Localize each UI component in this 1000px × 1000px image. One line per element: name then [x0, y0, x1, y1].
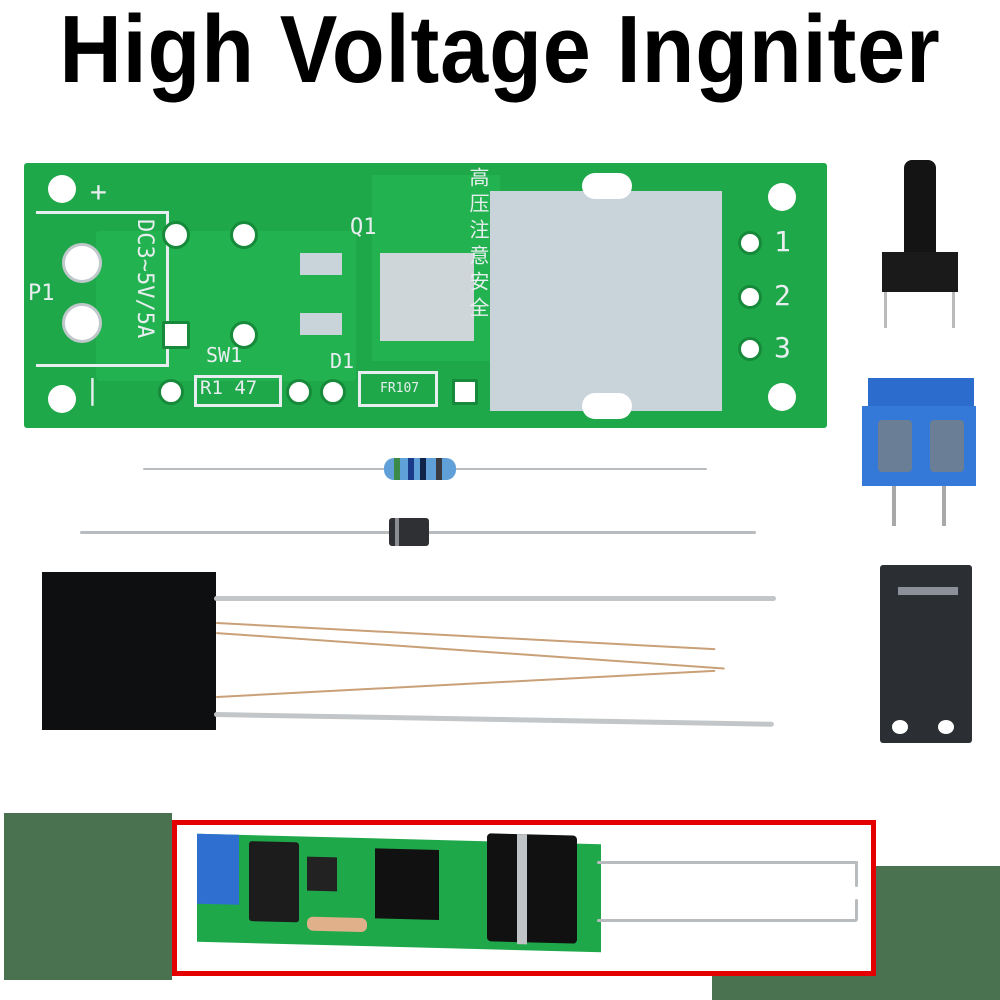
diode-fr107: [389, 518, 429, 546]
assembled-switch: [307, 856, 337, 892]
switch-leg: [884, 292, 887, 328]
mosfet-transistor: [880, 565, 972, 743]
switch-pad: [162, 321, 190, 349]
connector-pad: [62, 243, 102, 283]
diode-pad: [452, 379, 478, 405]
diode-outline: [358, 371, 438, 407]
smd-pad: [300, 313, 342, 335]
electrode-tip: [855, 899, 858, 921]
resistor-47ohm: [384, 458, 456, 480]
assembled-preview-frame: [172, 820, 876, 976]
connector-pad: [62, 303, 102, 343]
page-title: High Voltage Ingniter: [59, 0, 941, 103]
mounting-hole: [48, 175, 76, 203]
electrode-tip: [855, 861, 858, 887]
assembled-pcb: [197, 833, 601, 953]
switch-label: SW1: [206, 343, 243, 367]
terminal-top: [868, 378, 974, 408]
slot-hole: [582, 173, 632, 199]
plus-label: +: [90, 175, 107, 208]
switch-pad: [162, 221, 190, 249]
switch-pad: [230, 221, 258, 249]
assembled-band: [517, 834, 527, 945]
coil-wire-thick: [213, 712, 774, 727]
electrode-wire: [597, 861, 857, 864]
cathode-band: [395, 518, 399, 546]
color-band: [408, 458, 414, 480]
connector-outline: [36, 211, 169, 367]
mosfet-marking: [898, 587, 958, 595]
smd-pad: [300, 253, 342, 275]
diode-pad: [320, 379, 346, 405]
resistor-outline: [194, 375, 282, 407]
assembled-resistor: [307, 916, 367, 933]
screw-clamp: [930, 420, 964, 472]
assembled-mosfet: [375, 848, 439, 921]
connector-label: P1: [28, 281, 55, 306]
power-spec-label: DC3~5V/5A: [132, 219, 157, 339]
assembled-coil-small: [249, 841, 299, 923]
high-voltage-warning: 高压注意安全: [466, 167, 490, 323]
diode-label: D1: [330, 349, 355, 373]
transistor-pad: [380, 253, 474, 341]
pin-2-label: 2: [774, 279, 791, 312]
mount-hole: [938, 720, 954, 734]
color-band: [394, 458, 400, 480]
color-band: [420, 458, 426, 480]
high-voltage-coil: [42, 572, 216, 730]
terminal-pin: [942, 486, 946, 526]
output-pad-3: [738, 337, 762, 361]
switch-leg: [952, 292, 955, 328]
accent-block-left: [4, 813, 172, 980]
coil-wire-thin: [215, 622, 716, 651]
switch-pad: [230, 321, 258, 349]
screw-clamp: [878, 420, 912, 472]
output-pad-1: [738, 231, 762, 255]
resistor-pad: [158, 379, 184, 405]
pcb-board: + | DC3~5V/5A P1 SW1 Q1 R1 47 D1 FR107 高…: [24, 163, 827, 428]
output-pad-2: [738, 285, 762, 309]
assembled-terminal: [197, 833, 239, 905]
transistor-label: Q1: [350, 215, 377, 240]
tactile-switch: [880, 160, 960, 340]
mounting-hole: [768, 383, 796, 411]
electrode-wire: [597, 919, 857, 922]
blue-terminal-block: [862, 378, 976, 528]
mount-hole: [892, 720, 908, 734]
switch-body: [882, 252, 958, 292]
pin-3-label: 3: [774, 331, 791, 364]
coil-wire-thick: [214, 596, 776, 601]
pin-1-label: 1: [774, 225, 791, 258]
slot-hole: [582, 393, 632, 419]
transformer-pad: [490, 191, 722, 411]
terminal-pin: [892, 486, 896, 526]
minus-label: |: [84, 373, 101, 406]
mounting-hole: [48, 385, 76, 413]
coil-wire-thin: [215, 669, 716, 698]
mounting-hole: [768, 183, 796, 211]
color-band: [436, 458, 442, 480]
switch-actuator: [904, 160, 936, 252]
resistor-pad: [286, 379, 312, 405]
coil-wire-thin: [215, 632, 725, 670]
resistor-label: R1 47: [200, 377, 258, 399]
assembled-transformer: [487, 833, 577, 944]
diode-part-label: FR107: [380, 381, 420, 396]
